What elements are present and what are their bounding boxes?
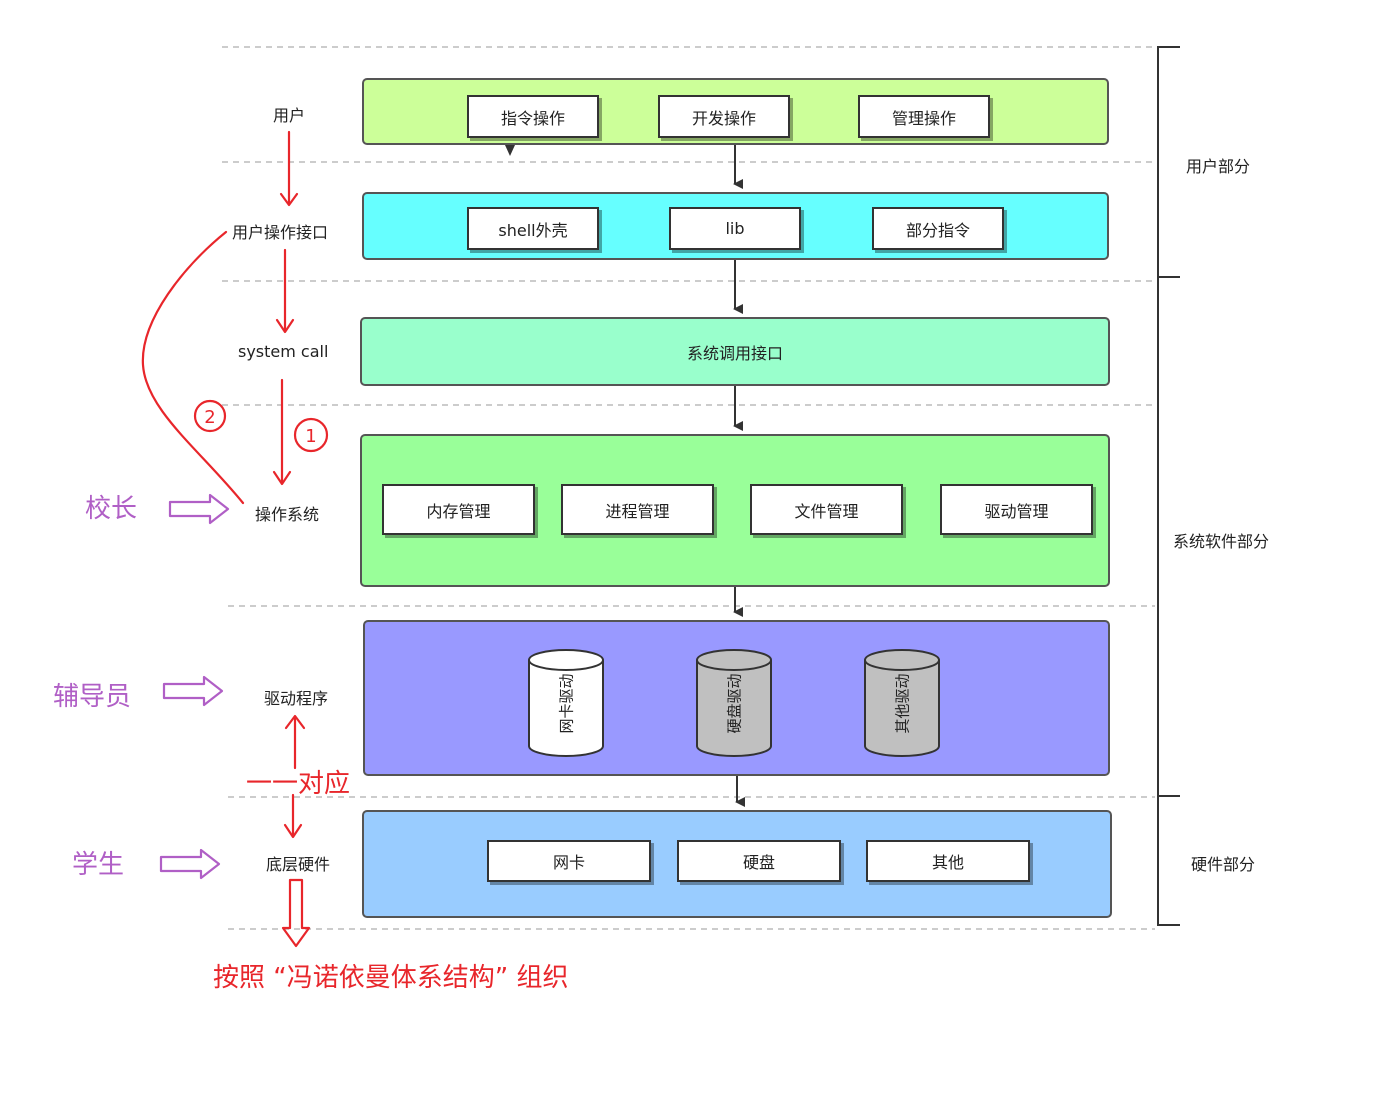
system-call-content: 系统调用接口 <box>686 343 783 363</box>
level-label-user: 用户 <box>273 106 306 125</box>
dashed-separators <box>222 46 1155 930</box>
hollow-down-arrow <box>281 878 311 948</box>
os-item-4: 驱动管理 <box>940 484 1093 535</box>
interface-item-1: shell外壳 <box>467 207 599 250</box>
level-label-user-interface: 用户操作接口 <box>232 223 329 242</box>
role-principal: 校长 <box>85 494 138 524</box>
arrow-head <box>279 192 299 207</box>
cylinder-shape <box>528 649 604 757</box>
circle-1-label: 1 <box>305 426 316 447</box>
level-label-os: 操作系统 <box>255 505 320 524</box>
interface-item-2: lib <box>669 207 801 250</box>
small-triangle-marker <box>505 145 515 156</box>
von-neumann-annotation: 按照 “冯诺依曼体系结构” 组织 <box>213 963 569 993</box>
role-student: 学生 <box>72 850 125 880</box>
os-item-3: 文件管理 <box>750 484 903 535</box>
user-item-2: 开发操作 <box>658 95 790 138</box>
level-label-hardware: 底层硬件 <box>266 855 331 874</box>
circle-2-annotation <box>193 399 227 433</box>
hardware-item-2: 硬盘 <box>677 840 841 882</box>
layer-system-call: 系统调用接口 <box>360 317 1110 386</box>
one-to-one-annotation: 一一对应 <box>246 769 351 799</box>
driver-cylinder-2: 硬盘驱动 <box>695 648 773 758</box>
interface-item-3: 部分指令 <box>872 207 1004 250</box>
flow-arrows <box>733 145 745 807</box>
driver-cylinder-1: 网卡驱动 <box>527 648 605 758</box>
side-label-system-software-part: 系统软件部分 <box>1173 532 1270 551</box>
user-item-3: 管理操作 <box>858 95 990 138</box>
circle-1-annotation <box>293 417 329 453</box>
purple-arrow-principal <box>168 493 230 525</box>
level-label-system-call: system call <box>238 342 329 361</box>
purple-arrow-student <box>159 848 221 880</box>
red-curve-path <box>141 230 245 505</box>
driver-cylinder-3: 其他驱动 <box>863 648 941 758</box>
user-item-1: 指令操作 <box>467 95 599 138</box>
role-counselor: 辅导员 <box>53 682 132 712</box>
os-item-1: 内存管理 <box>382 484 535 535</box>
os-item-2: 进程管理 <box>561 484 714 535</box>
cylinder-shape <box>864 649 940 757</box>
hardware-item-3: 其他 <box>866 840 1030 882</box>
hardware-item-1: 网卡 <box>487 840 651 882</box>
side-label-user-part: 用户部分 <box>1186 157 1251 176</box>
side-brackets <box>1157 46 1180 926</box>
circle-2-label: 2 <box>204 407 215 428</box>
side-label-hardware-part: 硬件部分 <box>1191 855 1256 874</box>
level-label-drivers: 驱动程序 <box>264 689 329 708</box>
cylinder-shape <box>696 649 772 757</box>
purple-arrow-counselor <box>162 675 224 707</box>
